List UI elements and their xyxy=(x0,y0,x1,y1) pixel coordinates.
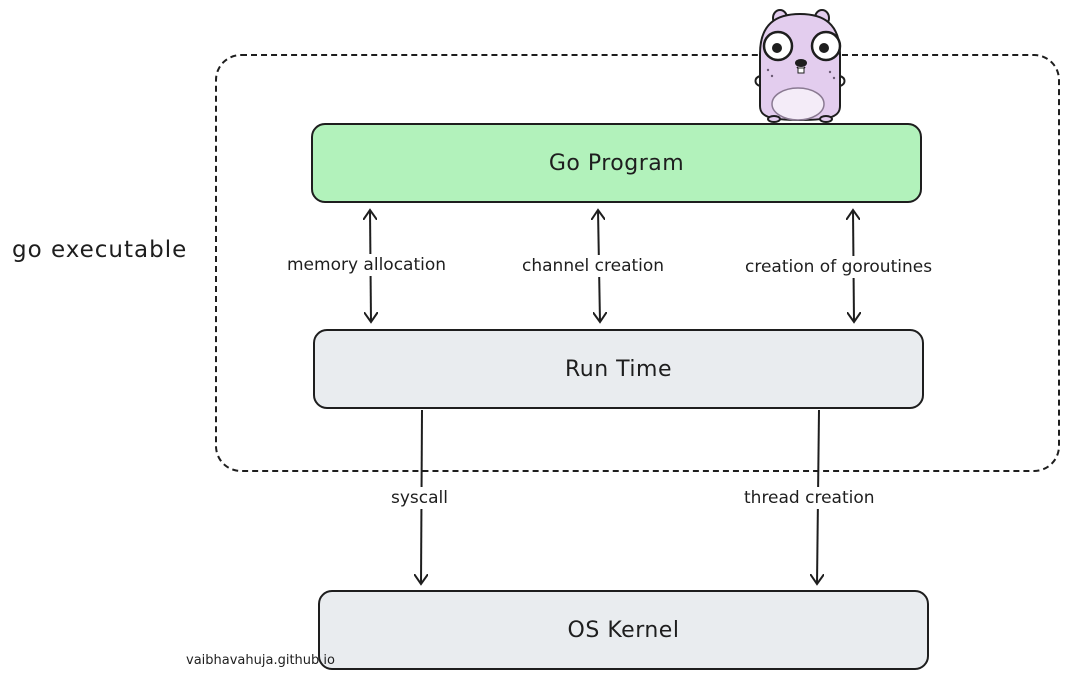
go-executable-label: go executable xyxy=(12,237,188,263)
credit-text: vaibhavahuja.github.io xyxy=(186,653,335,668)
run-time-label: Run Time xyxy=(564,356,673,382)
go-executable-frame xyxy=(215,54,1060,472)
go-program-box: Go Program xyxy=(311,123,922,203)
syscall-label: syscall xyxy=(389,487,450,509)
channel-creation-label: channel creation xyxy=(520,255,667,277)
gopher-icon xyxy=(754,9,846,123)
os-kernel-label: OS Kernel xyxy=(567,617,680,643)
memory-allocation-label: memory allocation xyxy=(285,254,449,276)
creation-of-goroutines-label: creation of goroutines xyxy=(743,256,935,278)
thread-creation-label: thread creation xyxy=(742,487,877,509)
os-kernel-box: OS Kernel xyxy=(318,590,929,670)
go-program-label: Go Program xyxy=(548,150,685,176)
run-time-box: Run Time xyxy=(313,329,924,409)
